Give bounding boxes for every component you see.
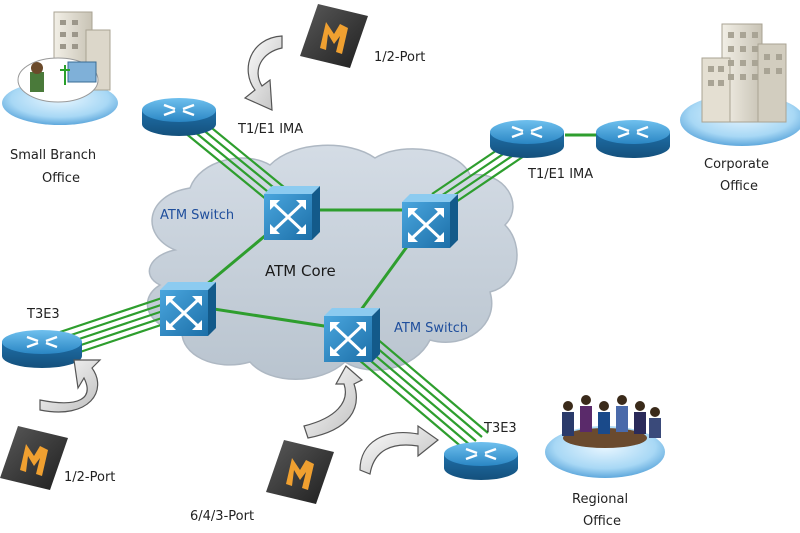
port-module-bottom-left-icon xyxy=(0,426,68,490)
link-t3e3-left-to-switch xyxy=(59,294,177,358)
router-small-branch-icon xyxy=(142,98,216,136)
small-branch-office-icon xyxy=(2,11,118,125)
meeting-people-icon xyxy=(562,395,661,438)
link-regional-to-switch xyxy=(351,337,489,450)
router-corporate-b-icon xyxy=(596,120,670,158)
small-branch-label-line1: Small Branch xyxy=(10,148,96,163)
router-t3e3-left-icon xyxy=(2,330,82,368)
corporate-office-icon xyxy=(680,23,800,146)
t3e3-right-label: T3E3 xyxy=(483,421,517,436)
regional-label-line2: Office xyxy=(583,514,621,529)
atm-core-label: ATM Core xyxy=(265,262,336,280)
port-bottom-left-label: 1/2-Port xyxy=(64,470,115,485)
atm-switch-bottom-icon xyxy=(324,308,380,362)
link-small-branch-to-switch xyxy=(183,119,291,205)
router-regional-icon xyxy=(444,442,518,480)
arrow-bottom-center-right-icon xyxy=(359,424,440,475)
atm-switch-top-label: ATM Switch xyxy=(160,208,234,223)
port-module-bottom-center-icon xyxy=(266,440,334,504)
t3e3-left-label: T3E3 xyxy=(26,307,60,322)
atm-switch-right-icon xyxy=(402,194,458,248)
port-bottom-center-label: 6/4/3-Port xyxy=(190,509,254,524)
corporate-label-line2: Office xyxy=(720,179,758,194)
regional-label-line1: Regional xyxy=(572,492,628,507)
atm-switch-bottom-label: ATM Switch xyxy=(394,321,468,336)
small-branch-label-line2: Office xyxy=(42,171,80,186)
arrow-bottom-center-up-icon xyxy=(303,365,364,439)
arrow-top-curved-icon xyxy=(243,35,283,111)
regional-office-icon xyxy=(545,395,665,478)
t1e1-ima-right-label: T1/E1 IMA xyxy=(527,167,593,182)
router-corporate-a-icon xyxy=(490,120,564,158)
port-top-label: 1/2-Port xyxy=(374,50,425,65)
t1e1-ima-left-label: T1/E1 IMA xyxy=(237,122,303,137)
atm-switch-left-icon xyxy=(160,282,216,336)
arrow-bottom-left-curved-icon xyxy=(39,359,102,413)
corporate-label-line1: Corporate xyxy=(704,157,769,172)
link-corporate-to-switch xyxy=(431,133,600,207)
port-module-top-icon xyxy=(300,4,368,68)
atm-switch-top-icon xyxy=(264,186,320,240)
